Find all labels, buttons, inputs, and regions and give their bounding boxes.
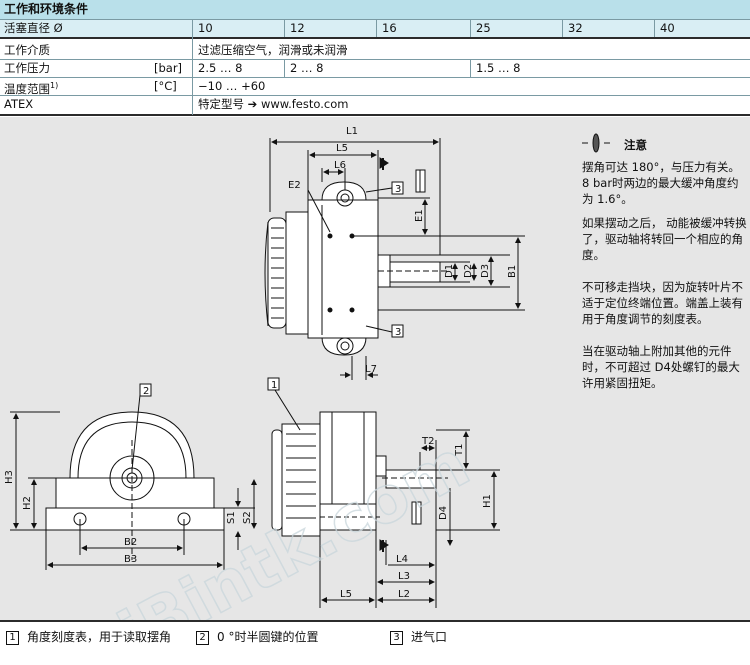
row-label: ATEX xyxy=(4,97,34,111)
dim-label: H3 xyxy=(4,470,15,484)
row-label: 活塞直径 Ø xyxy=(4,21,63,35)
dim-label: L3 xyxy=(398,571,410,582)
dim-label: L4 xyxy=(396,554,408,565)
legend-item: 3 进气口 xyxy=(390,628,447,646)
cell-value: 32 xyxy=(568,21,583,35)
dim-label: L7 xyxy=(365,364,377,375)
note-paragraph: 如果摆动之后， 动能被缓冲转换了，驱动轴将转回一个相应的角度。 xyxy=(582,216,747,262)
spec-table-title: 工作和环境条件 xyxy=(0,0,750,19)
legend: 1 角度刻度表，用于读取摆角 2 0 °时半圆键的位置 3 进气口 xyxy=(0,620,750,665)
callout-2: 2 xyxy=(143,386,149,397)
table-row: 工作压力 [bar] 2.5 … 8 2 … 8 1.5 … 8 xyxy=(0,59,750,77)
cell-value: 40 xyxy=(660,21,675,35)
dim-label: D3 xyxy=(480,264,491,278)
spec-table: 工作和环境条件 活塞直径 Ø 10 12 16 25 32 40 工作介质 过滤… xyxy=(0,0,750,117)
cell-value: 2.5 … 8 xyxy=(198,61,243,75)
dim-label: L5 xyxy=(336,143,348,154)
dim-label: L2 xyxy=(398,589,410,600)
cell-value: 16 xyxy=(382,21,397,35)
dim-label: T2 xyxy=(421,436,434,447)
dim-label: H1 xyxy=(482,494,493,508)
dim-label: D2 xyxy=(463,264,474,278)
dim-label: T1 xyxy=(454,444,465,457)
legend-number: 3 xyxy=(390,631,403,645)
legend-number: 1 xyxy=(6,631,19,645)
dim-label: E1 xyxy=(414,209,425,222)
note-panel: 注意 摆角可达 180°，与压力有关。8 bar时两边的最大缓冲角度约为 1.6… xyxy=(582,137,747,399)
legend-text: 角度刻度表，用于读取摆角 xyxy=(27,630,172,644)
callout-3: 3 xyxy=(395,327,401,338)
legend-item: 2 0 °时半圆键的位置 xyxy=(196,628,318,646)
dim-label: L5 xyxy=(340,589,352,600)
callout-1: 1 xyxy=(271,380,277,391)
dim-label: S2 xyxy=(242,511,253,524)
dim-label: S1 xyxy=(226,511,237,524)
table-row: 温度范围1) [°C] −10 … +60 xyxy=(0,77,750,96)
note-paragraph: 当在驱动轴上附加其他的元件时，不可超过 D4处螺钉的最大许用紧固扭矩。 xyxy=(582,344,740,390)
legend-item: 1 角度刻度表，用于读取摆角 xyxy=(6,628,176,646)
note-paragraph: 摆角可达 180°，与压力有关。8 bar时两边的最大缓冲角度约为 1.6°。 xyxy=(582,160,740,206)
table-row: ATEX 特定型号 ➔ www.festo.com xyxy=(0,95,750,113)
dim-label: E2 xyxy=(288,180,301,191)
dim-label: D1 xyxy=(444,264,455,278)
note-paragraph: 不可移走挡块，因为旋转叶片不适于定位终端位置。端盖上装有用于角度调节的刻度表。 xyxy=(582,280,743,326)
cell-value: −10 … +60 xyxy=(198,79,266,93)
side-view xyxy=(267,377,500,608)
row-label: 温度范围1) xyxy=(4,81,59,96)
row-unit: [bar] xyxy=(154,61,183,75)
dim-label: B3 xyxy=(124,554,137,565)
cell-value: 25 xyxy=(476,21,491,35)
cell-value: 过滤压缩空气，润滑或未润滑 xyxy=(198,43,348,57)
top-view-labels: L1 L5 L6 E2 E1 D1 D2 D3 B1 L7 3 3 xyxy=(288,126,518,375)
front-view xyxy=(10,383,257,570)
note-title: 注意 xyxy=(624,138,647,152)
table-row: 工作介质 过滤压缩空气，润滑或未润滑 xyxy=(0,41,750,59)
legend-number: 2 xyxy=(196,631,209,645)
cell-value: 10 xyxy=(198,21,213,35)
dim-label: B2 xyxy=(124,537,137,548)
cell-value: 12 xyxy=(290,21,305,35)
cell-value: 1.5 … 8 xyxy=(476,61,521,75)
dim-label: L6 xyxy=(334,160,346,171)
dim-label: B1 xyxy=(507,265,518,278)
legend-text: 0 °时半圆键的位置 xyxy=(217,630,319,644)
row-unit: [°C] xyxy=(154,79,177,93)
dim-label: L1 xyxy=(346,126,358,137)
row-label: 工作介质 xyxy=(4,43,50,57)
top-view xyxy=(264,138,525,380)
dim-label: D4 xyxy=(438,506,449,520)
callout-3: 3 xyxy=(395,184,401,195)
cell-value: 2 … 8 xyxy=(290,61,324,75)
row-label: 工作压力 xyxy=(4,61,50,75)
dim-label: H2 xyxy=(22,496,33,510)
legend-text: 进气口 xyxy=(411,630,448,644)
attention-icon xyxy=(582,133,610,153)
cell-value: 特定型号 ➔ www.festo.com xyxy=(198,97,349,111)
side-view-labels: 1 T2 T1 H1 D4 L4 L3 L5 L2 xyxy=(271,380,493,600)
front-view-labels: 2 H3 H2 B2 B3 S1 S2 xyxy=(4,386,253,565)
